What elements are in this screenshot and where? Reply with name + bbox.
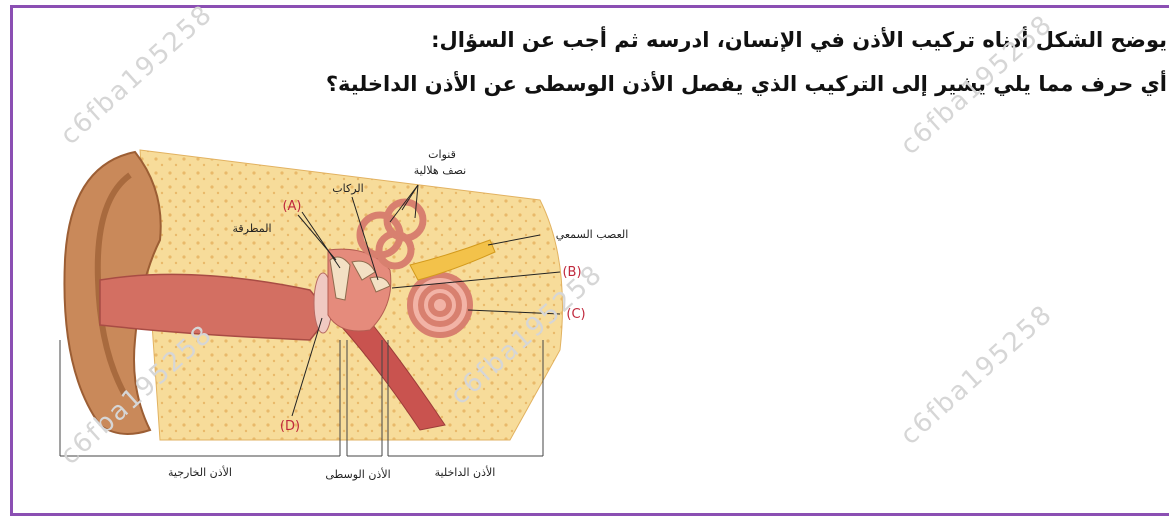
semicircular-label: نصف هلالية: [414, 164, 466, 177]
auditory-nerve-label: العصب السمعي: [556, 228, 629, 241]
outer-ear-label: الأذن الخارجية: [168, 465, 232, 479]
canals-label: قنوات: [428, 148, 456, 161]
middle-ear-label: الأذن الوسطى: [325, 467, 390, 481]
letter-d: (D): [280, 419, 300, 434]
cochlea: [410, 275, 470, 335]
question-text: أي حرف مما يلي يشير إلى التركيب الذي يفص…: [326, 72, 1167, 96]
hammer-label: المطرقة: [232, 222, 271, 235]
letter-a: (A): [282, 199, 301, 214]
stapes-label: الركاب: [332, 182, 363, 195]
ear-diagram: قنوات نصف هلالية الركاب المطرقة العصب ال…: [40, 140, 700, 500]
inner-ear-label: الأذن الداخلية: [435, 465, 496, 479]
